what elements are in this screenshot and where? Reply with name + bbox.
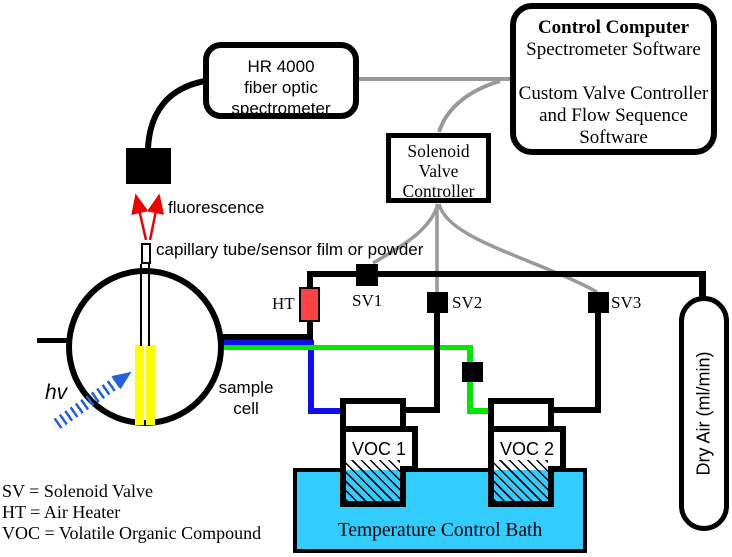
sv3-line	[595, 292, 601, 413]
capillary-line	[148, 264, 150, 346]
capillary-tube	[141, 243, 151, 264]
legend-line: VOC = Volatile Organic Compound	[2, 523, 262, 543]
valve-controller-line: Controller	[402, 181, 475, 201]
sv3-label: SV3	[611, 293, 642, 312]
legend-line: HT = Air Heater	[2, 502, 121, 522]
voc1-liquid	[346, 460, 400, 501]
fiber-probe-detector	[126, 148, 171, 184]
valve-controller-box: Solenoid Valve Controller	[386, 133, 491, 203]
control-computer-title: Control Computer	[537, 17, 690, 38]
bath-label: Temperature Control Bath	[337, 520, 543, 541]
control-computer-box: Control Computer Spectrometer Software C…	[510, 3, 717, 155]
ht-label: HT	[272, 294, 295, 313]
sv1-label: SV1	[352, 291, 383, 310]
legend-line: SV = Solenoid Valve	[2, 481, 153, 501]
voc1-tube	[308, 408, 346, 414]
computer-controller-cable	[437, 79, 501, 133]
control-computer-line: Spectrometer Software	[526, 39, 701, 60]
sv2-line	[434, 292, 440, 413]
voc1-tube	[222, 340, 314, 345]
cell-outlet-stub	[37, 338, 67, 343]
dry-air-supply-line	[699, 271, 706, 298]
dry-air-cylinder: Dry Air (ml/min)	[679, 296, 729, 531]
control-computer-line: Software	[579, 127, 648, 148]
hv-label: hv	[45, 381, 68, 404]
voc2-return-line	[548, 407, 597, 413]
voc2-tube	[222, 345, 473, 350]
sensor-film	[146, 345, 155, 425]
control-computer-line: and Flow Sequence	[539, 105, 688, 126]
capillary-label: capillary tube/sensor film or powder	[156, 240, 424, 259]
inline-valve	[462, 362, 483, 382]
voc1-return-line	[400, 407, 436, 413]
valve-controller-line: Solenoid	[407, 141, 470, 161]
spectrometer-line: fiber optic	[244, 78, 318, 97]
spectrometer-line: HR 4000	[247, 57, 315, 76]
spectrometer-line: spectrometer	[231, 99, 331, 118]
voc2-liquid	[494, 460, 548, 501]
voc1-vial: VOC 1	[340, 398, 418, 507]
cell-inlet-line	[222, 334, 313, 340]
sample-cell	[66, 268, 224, 426]
fiber-optic-cable	[145, 78, 206, 149]
control-computer-line	[516, 61, 711, 83]
sv3-valve	[588, 292, 609, 313]
legend: SV = Solenoid Valve HT = Air Heater VOC …	[2, 481, 261, 544]
controller-sv3-cable	[437, 203, 598, 294]
fluorescence-ray-icon	[131, 193, 149, 241]
air-heater	[299, 287, 320, 322]
sv2-valve	[427, 292, 448, 313]
capillary-line	[140, 264, 142, 346]
valve-controller-line: Valve	[418, 161, 459, 181]
dry-air-supply-line	[307, 271, 706, 277]
sample-cell-label: sample cell	[218, 378, 274, 418]
sv1-valve	[356, 264, 378, 286]
sv2-label: SV2	[452, 293, 483, 312]
sensor-film	[135, 345, 144, 425]
dry-air-label: Dry Air (ml/min)	[693, 351, 714, 476]
voc2-tube	[467, 408, 494, 414]
control-computer-line: Custom Valve Controller	[518, 83, 709, 104]
voc1-tube	[308, 343, 314, 411]
fluorescence-label: fluorescence	[168, 198, 265, 217]
spectrometer-box: HR 4000 fiber optic spectrometer	[203, 42, 359, 119]
voc2-vial: VOC 2	[488, 398, 566, 507]
fluorescence-ray-icon	[146, 193, 165, 241]
